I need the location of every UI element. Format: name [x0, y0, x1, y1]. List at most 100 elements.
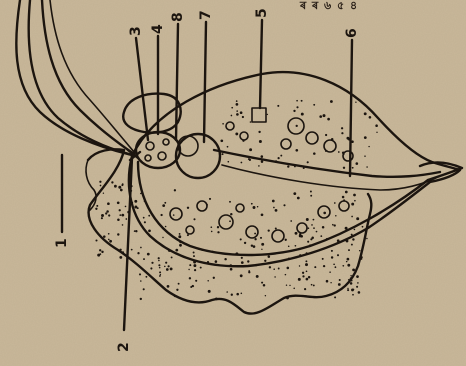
stipple-dot: [131, 249, 133, 251]
stipple-dot: [189, 264, 191, 266]
stipple-dot: [241, 261, 244, 264]
stipple-dot: [95, 239, 97, 241]
stipple-dot: [143, 258, 145, 260]
stipple-dot: [330, 282, 331, 283]
stipple-dot: [235, 252, 238, 255]
stipple-dot: [228, 161, 230, 163]
stipple-dot: [263, 284, 266, 287]
stipple-dot: [119, 214, 121, 216]
stipple-dot: [261, 155, 264, 158]
stipple-dot: [341, 132, 343, 134]
stipple-dot: [286, 284, 287, 285]
stipple-dot: [366, 166, 368, 168]
stipple-dot: [213, 277, 215, 279]
stipple-dot: [170, 267, 173, 270]
stipple-dot: [323, 265, 325, 267]
stipple-dot: [347, 258, 350, 261]
stipple-dot: [285, 239, 287, 241]
stipple-dot: [275, 227, 277, 229]
stipple-dot: [236, 293, 239, 296]
stipple-dot: [347, 289, 349, 291]
stipple-dot: [117, 219, 120, 222]
stipple-dot: [299, 265, 300, 266]
stipple-dot: [207, 280, 209, 282]
stipple-dot: [261, 282, 263, 284]
stipple-dot: [298, 278, 301, 281]
stipple-dot: [352, 167, 354, 169]
stipple-dot: [352, 238, 354, 240]
stipple-dot: [118, 186, 121, 189]
stipple-dot: [160, 274, 161, 275]
stipple-dot: [348, 249, 350, 251]
stipple-dot: [356, 217, 359, 220]
stipple-dot: [264, 260, 266, 262]
stipple-dot: [354, 229, 356, 231]
stipple-dot: [339, 279, 341, 281]
stipple-dot: [159, 271, 161, 273]
stipple-dot: [178, 235, 181, 238]
stipple-dot: [352, 269, 355, 272]
stipple-dot: [376, 132, 377, 133]
stipple-dot: [310, 191, 312, 193]
stipple-dot: [293, 110, 295, 112]
stipple-dot: [99, 253, 101, 255]
stipple-dot: [247, 260, 249, 262]
stipple-dot: [103, 235, 106, 238]
label-2: 2: [116, 342, 132, 352]
stipple-dot: [316, 231, 318, 233]
stipple-dot: [144, 221, 146, 223]
stipple-dot: [143, 288, 145, 290]
stipple-dot: [353, 289, 355, 291]
stipple-dot: [259, 140, 262, 143]
stipple-dot: [295, 232, 298, 235]
stipple-dot: [224, 258, 226, 260]
stipple-dot: [158, 257, 160, 259]
stipple-dot: [165, 226, 167, 228]
stipple-dot: [215, 298, 218, 301]
stipple-dot: [119, 209, 121, 211]
stipple-dot: [241, 293, 243, 295]
stipple-dot: [330, 100, 333, 103]
stipple-dot: [193, 218, 195, 220]
stipple-dot: [319, 115, 322, 118]
stipple-dot: [313, 152, 316, 155]
stipple-dot: [338, 151, 340, 153]
stipple-dot: [306, 252, 308, 254]
stipple-dot: [119, 256, 122, 259]
stipple-dot: [230, 268, 233, 271]
stipple-dot: [275, 160, 278, 163]
stipple-dot: [261, 160, 264, 163]
stipple-dot: [121, 184, 123, 186]
stipple-dot: [356, 275, 359, 278]
stipple-dot: [151, 262, 153, 264]
stipple-dot: [251, 203, 253, 205]
stipple-dot: [261, 243, 264, 246]
stipple-dot: [107, 202, 110, 205]
stipple-dot: [323, 114, 326, 117]
stipple-dot: [342, 196, 345, 199]
stipple-dot: [200, 267, 202, 269]
stipple-dot: [369, 116, 372, 119]
stipple-dot: [242, 116, 244, 118]
stipple-dot: [303, 167, 305, 169]
stipple-dot: [220, 139, 223, 142]
stipple-dot: [353, 194, 356, 197]
stipple-dot: [347, 264, 350, 267]
stipple-dot: [308, 227, 310, 229]
stipple-dot: [117, 233, 119, 235]
stipple-dot: [244, 242, 246, 244]
stipple-dot: [354, 200, 356, 202]
stipple-dot: [350, 275, 351, 276]
stipple-dot: [164, 266, 166, 268]
stipple-dot: [235, 132, 238, 135]
stipple-dot: [159, 267, 161, 269]
stipple-dot: [171, 256, 173, 258]
stipple-dot: [193, 261, 196, 264]
stipple-dot: [179, 233, 181, 235]
stipple-dot: [343, 154, 345, 156]
stipple-dot: [296, 125, 298, 127]
stipple-dot: [351, 280, 353, 282]
stipple-dot: [147, 205, 149, 207]
